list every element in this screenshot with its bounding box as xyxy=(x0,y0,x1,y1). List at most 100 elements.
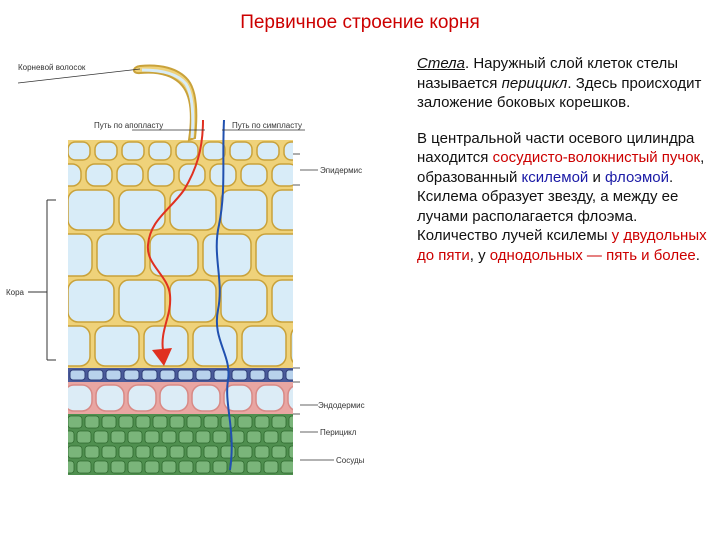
cell xyxy=(175,141,199,161)
root-hair-inner xyxy=(141,68,195,139)
cell xyxy=(93,430,109,444)
cell xyxy=(105,369,122,381)
cell xyxy=(68,279,115,323)
label-cortex: Кора xyxy=(6,288,25,297)
cell xyxy=(135,445,151,459)
cell xyxy=(178,430,194,444)
label-pericycle: Перицикл xyxy=(320,428,357,437)
label-symplast: Путь по симпласту xyxy=(232,121,302,130)
cell xyxy=(127,460,143,474)
cell xyxy=(152,445,168,459)
cell xyxy=(68,233,93,277)
cell xyxy=(68,384,93,412)
cell xyxy=(110,460,126,474)
right-scale-ticks xyxy=(293,153,334,461)
cell xyxy=(203,445,219,459)
cell xyxy=(178,460,194,474)
cell xyxy=(118,445,134,459)
cell xyxy=(254,445,270,459)
cell xyxy=(288,415,293,429)
cell xyxy=(169,279,217,323)
cell xyxy=(152,415,168,429)
cell xyxy=(195,460,211,474)
cell xyxy=(255,384,285,412)
cell xyxy=(271,279,293,323)
cell xyxy=(87,369,104,381)
label-endodermis: Эндодермис xyxy=(318,401,365,410)
cell xyxy=(256,141,280,161)
label-root-hair: Корневой волосок xyxy=(18,63,86,72)
cell xyxy=(195,430,211,444)
cell xyxy=(288,445,293,459)
cell xyxy=(68,415,83,429)
cell xyxy=(94,141,118,161)
label-apoplast: Путь по апопласту xyxy=(94,121,163,130)
paragraph-vascular-bundle: В центральной части осевого цилиндра нах… xyxy=(417,129,707,264)
cell xyxy=(271,445,287,459)
cell xyxy=(93,460,109,474)
cell xyxy=(195,369,212,381)
cell xyxy=(94,325,140,367)
cell xyxy=(141,369,158,381)
cell xyxy=(159,384,189,412)
cell xyxy=(229,141,253,161)
pericycle-cells xyxy=(68,384,293,412)
cell xyxy=(186,445,202,459)
cell xyxy=(135,415,151,429)
symplast-path-line xyxy=(215,119,233,471)
cell xyxy=(220,445,236,459)
label-epidermis: Эпидермис xyxy=(320,166,362,175)
paragraph-stele: Стела. Наружный слой клеток стелы называ… xyxy=(417,55,702,111)
cell xyxy=(280,460,293,474)
cell xyxy=(271,415,287,429)
cell xyxy=(213,369,230,381)
cell xyxy=(169,189,217,231)
cell xyxy=(249,369,266,381)
cell xyxy=(123,369,140,381)
cell xyxy=(223,384,253,412)
cell xyxy=(263,430,279,444)
cell xyxy=(237,415,253,429)
cell xyxy=(280,430,293,444)
cell xyxy=(202,233,252,277)
cell xyxy=(68,460,75,474)
cell xyxy=(246,430,262,444)
cell xyxy=(84,415,100,429)
cell xyxy=(116,163,144,187)
cell xyxy=(203,415,219,429)
cell xyxy=(290,328,293,364)
cell xyxy=(68,430,75,444)
cell xyxy=(118,415,134,429)
root-hair xyxy=(133,64,198,142)
cell xyxy=(68,163,82,187)
cell xyxy=(263,460,279,474)
cell xyxy=(76,430,92,444)
cell xyxy=(144,460,160,474)
cell xyxy=(240,163,268,187)
cell xyxy=(283,141,293,161)
cortex-cells xyxy=(68,141,293,367)
cell xyxy=(192,325,238,367)
cell xyxy=(127,384,157,412)
cell xyxy=(241,325,287,367)
cell xyxy=(118,279,166,323)
cell xyxy=(285,369,293,381)
cell xyxy=(110,430,126,444)
cell xyxy=(212,430,228,444)
cell xyxy=(101,415,117,429)
cell xyxy=(220,279,268,323)
cell xyxy=(177,369,194,381)
cell xyxy=(76,460,92,474)
cell xyxy=(267,369,284,381)
vascular-cells xyxy=(68,415,293,474)
cell xyxy=(68,141,91,161)
apoplast-path-line xyxy=(146,119,204,356)
cell xyxy=(161,460,177,474)
cell xyxy=(68,325,91,367)
cell xyxy=(287,385,293,411)
cell xyxy=(191,384,221,412)
cell xyxy=(229,430,245,444)
cell xyxy=(212,460,228,474)
cell xyxy=(95,384,125,412)
endodermis-cells xyxy=(69,369,293,381)
